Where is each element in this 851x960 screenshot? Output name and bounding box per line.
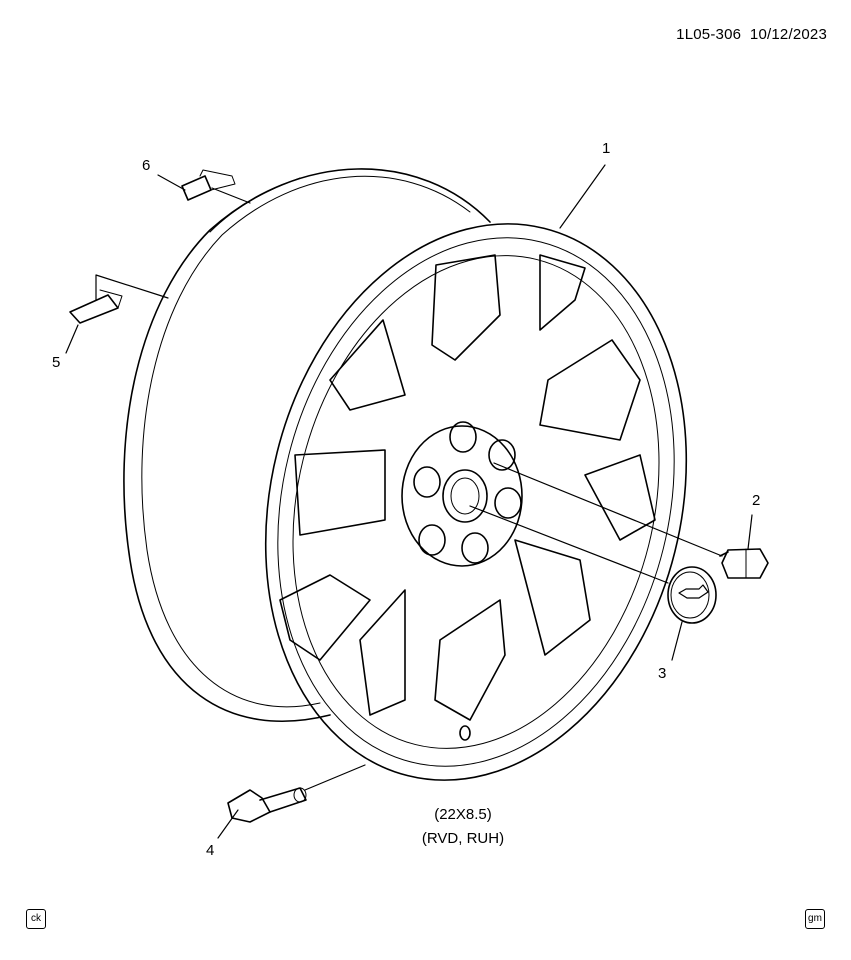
lug-nut [719,548,769,579]
leader-5 [65,324,79,354]
leader-2 [747,514,753,550]
callout-2: 2 [752,492,761,509]
gm-logo-badge: gm [805,909,825,929]
diagram-id: 1L05-306 [676,26,742,43]
callout-1: 1 [602,140,611,157]
rpo-codes-label: (RVD, RUH) [421,830,505,847]
callout-3: 3 [658,665,667,682]
ck-badge: ck [26,909,46,929]
diagram-header: 1L05-306 10/12/2023 [676,26,827,43]
center-cap [667,566,717,624]
tpms-sensor [227,787,307,823]
clip-weight [181,169,236,201]
wheel-size-label: (22X8.5) [434,806,492,823]
callout-4: 4 [206,842,215,859]
balance-weight [69,289,123,324]
callout-5: 5 [52,354,61,371]
callout-6: 6 [142,157,151,174]
leader-1 [559,164,606,229]
leader-6 [157,174,186,191]
leader-3 [671,621,683,661]
leader-4 [217,809,239,839]
diagram-date: 10/12/2023 [749,26,827,43]
wheel-face [264,223,688,781]
